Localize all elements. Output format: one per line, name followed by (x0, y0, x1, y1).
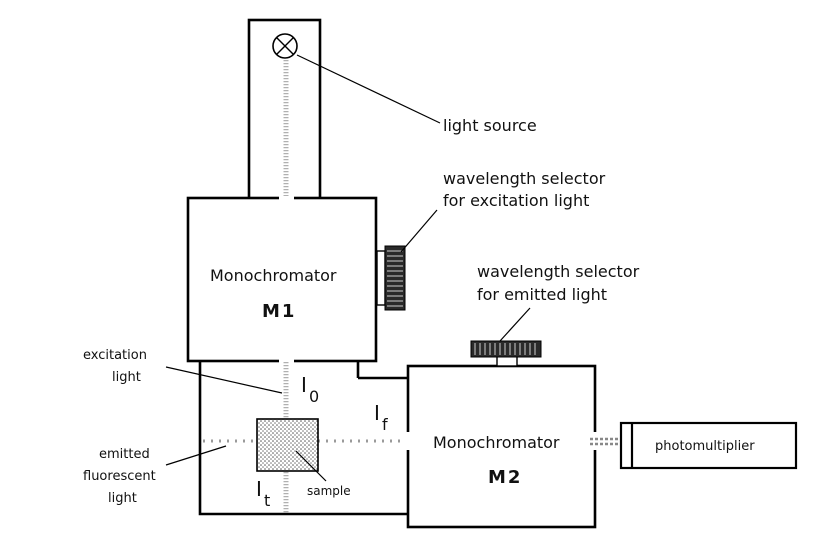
emission-selector-label-1: wavelength selector (477, 262, 640, 281)
leader-emission-selector (499, 307, 531, 342)
emitted-light-label-3: light (108, 491, 137, 506)
monochromator-m1 (186, 196, 378, 363)
leader-emitted-light (165, 445, 227, 466)
emission-selector-label-2: for emitted light (477, 285, 607, 304)
leader-sample (295, 450, 327, 482)
leader-light-source (296, 54, 441, 124)
monochromator-m2-id: M2 (488, 467, 522, 488)
it-subscript: t (264, 491, 270, 510)
photomultiplier-label: photomultiplier (655, 439, 755, 454)
sample-label: sample (307, 484, 351, 498)
excitation-wavelength-knob-icon[interactable] (376, 245, 406, 311)
excitation-selector-label-1: wavelength selector (443, 169, 606, 188)
it-symbol: I (256, 477, 262, 501)
light-source-icon (272, 33, 298, 59)
monochromator-m2-name: Monochromator (433, 433, 560, 452)
if-subscript: f (382, 415, 388, 434)
photomultiplier-detector (619, 421, 798, 470)
emitted-light-label-2: fluorescent (83, 469, 156, 484)
output-beam (590, 437, 621, 446)
emitted-light-label-1: emitted (99, 447, 150, 462)
monochromator-m1-id: M1 (262, 301, 296, 322)
excitation-light-label-1: excitation (83, 348, 147, 363)
i0-symbol: I (301, 373, 307, 397)
leader-excitation-light (165, 366, 283, 394)
leader-excitation-selector (400, 209, 438, 253)
excitation-selector-label-2: for excitation light (443, 191, 589, 210)
if-symbol: I (374, 401, 380, 425)
emission-wavelength-knob-icon[interactable] (470, 340, 542, 367)
monochromator-m1-name: Monochromator (210, 266, 337, 285)
sample-compartment (198, 361, 410, 516)
i0-subscript: 0 (309, 387, 319, 406)
excitation-light-label-2: light (112, 370, 141, 385)
light-source-label: light source (443, 116, 537, 135)
